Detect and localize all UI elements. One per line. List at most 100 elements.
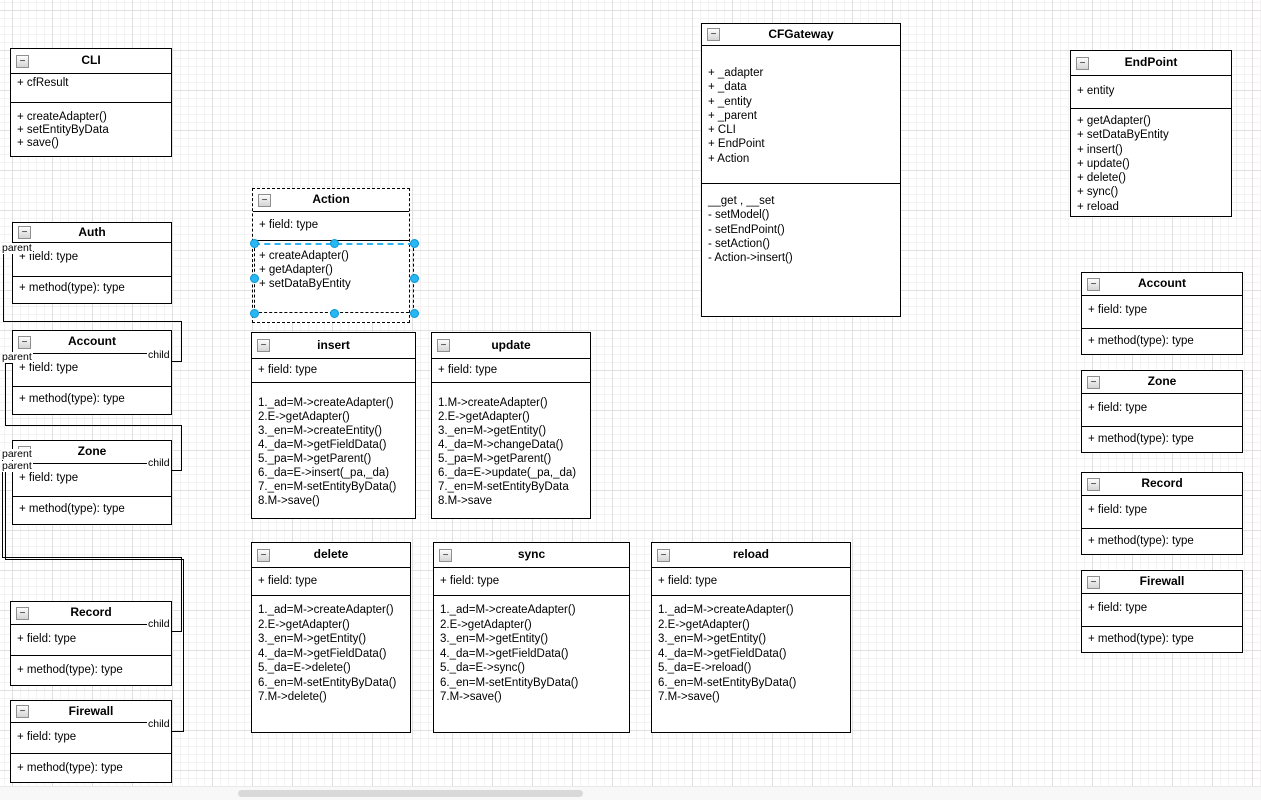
attributes-section[interactable]: + field: type xyxy=(432,359,590,383)
methods-section[interactable]: 1._ad=M->createAdapter()2.E->getAdapter(… xyxy=(652,596,850,705)
class-title-bar[interactable]: −Firewall xyxy=(11,701,171,723)
collapse-icon[interactable]: − xyxy=(437,339,450,352)
selection-handle[interactable] xyxy=(249,238,259,248)
methods-section[interactable]: + createAdapter()+ setEntityByData+ save… xyxy=(11,103,171,150)
class-zone-left[interactable]: −Zone+ field: type+ method(type): type xyxy=(12,440,172,525)
class-action[interactable]: −Action+ field: type+ createAdapter()+ g… xyxy=(252,188,410,323)
class-title-bar[interactable]: −Record xyxy=(1082,473,1242,496)
methods-section[interactable]: + createAdapter()+ getAdapter()+ setData… xyxy=(253,241,409,291)
methods-section[interactable]: + method(type): type xyxy=(11,754,171,775)
class-firewall-left[interactable]: −Firewall+ field: type+ method(type): ty… xyxy=(10,700,172,783)
edge-label-child[interactable]: child xyxy=(147,718,171,730)
methods-section[interactable]: + method(type): type xyxy=(1082,627,1242,646)
collapse-icon[interactable]: − xyxy=(18,226,31,239)
class-record-left[interactable]: −Record+ field: type+ method(type): type xyxy=(10,601,172,686)
attributes-section[interactable]: + field: type xyxy=(252,568,410,596)
selection-handle[interactable] xyxy=(409,238,419,248)
attributes-section[interactable]: + field: type xyxy=(13,243,171,277)
attributes-section[interactable]: + field: type xyxy=(1082,296,1242,329)
selection-handle[interactable] xyxy=(409,273,419,283)
selection-handle[interactable] xyxy=(409,308,419,318)
methods-section[interactable]: 1._ad=M->createAdapter()2.E->getAdapter(… xyxy=(434,596,629,705)
selection-handle[interactable] xyxy=(249,308,259,318)
collapse-icon[interactable]: − xyxy=(1087,576,1100,589)
class-firewall-right[interactable]: −Firewall+ field: type+ method(type): ty… xyxy=(1081,570,1243,653)
class-title-bar[interactable]: −update xyxy=(432,333,590,359)
attributes-section[interactable]: + field: type xyxy=(1082,496,1242,529)
collapse-icon[interactable]: − xyxy=(1076,57,1089,70)
attributes-section[interactable]: + cfResult xyxy=(11,74,171,103)
attributes-section[interactable]: + field: type xyxy=(11,625,171,656)
methods-section[interactable]: + method(type): type xyxy=(1082,529,1242,548)
methods-section[interactable]: + method(type): type xyxy=(13,277,171,295)
collapse-icon[interactable]: − xyxy=(707,28,720,41)
attributes-section[interactable]: + field: type xyxy=(253,212,409,241)
collapse-icon[interactable]: − xyxy=(439,549,452,562)
attributes-section[interactable]: + field: type xyxy=(11,723,171,754)
attributes-section[interactable]: + entity xyxy=(1071,76,1231,109)
collapse-icon[interactable]: − xyxy=(657,549,670,562)
edge-label-child[interactable]: child xyxy=(147,618,171,630)
horizontal-scrollbar-thumb[interactable] xyxy=(238,790,583,797)
collapse-icon[interactable]: − xyxy=(16,55,29,68)
selection-handle[interactable] xyxy=(329,308,339,318)
methods-section[interactable]: + method(type): type xyxy=(1082,427,1242,446)
class-title-bar[interactable]: −CFGateway xyxy=(702,24,900,46)
collapse-icon[interactable]: − xyxy=(257,339,270,352)
collapse-icon[interactable]: − xyxy=(1087,376,1100,389)
class-title-bar[interactable]: −Record xyxy=(11,602,171,625)
class-title-bar[interactable]: −Zone xyxy=(1082,371,1242,394)
class-title-bar[interactable]: −Auth xyxy=(13,223,171,243)
class-account-left[interactable]: −Account+ field: type+ method(type): typ… xyxy=(12,330,172,415)
attributes-section[interactable]: + field: type xyxy=(1082,594,1242,627)
collapse-icon[interactable]: − xyxy=(18,336,31,349)
methods-section[interactable]: + method(type): type xyxy=(11,656,171,677)
class-title-bar[interactable]: −delete xyxy=(252,543,410,568)
edge-label-parent[interactable]: parent xyxy=(1,448,33,460)
collapse-icon[interactable]: − xyxy=(258,194,271,207)
collapse-icon[interactable]: − xyxy=(1087,478,1100,491)
attributes-section[interactable]: + field: type xyxy=(252,359,415,383)
class-title-bar[interactable]: −Firewall xyxy=(1082,571,1242,594)
attributes-section[interactable]: + field: type xyxy=(13,354,171,387)
attributes-section[interactable]: + _adapter+ _data+ _entity+ _parent+ CLI… xyxy=(702,46,900,184)
collapse-icon[interactable]: − xyxy=(1087,278,1100,291)
class-account-right[interactable]: −Account+ field: type+ method(type): typ… xyxy=(1081,272,1243,355)
edge-label-parent[interactable]: parent xyxy=(1,460,33,472)
edge-label-child[interactable]: child xyxy=(147,457,171,469)
attributes-section[interactable]: + field: type xyxy=(1082,394,1242,427)
class-cli[interactable]: −CLI+ cfResult+ createAdapter()+ setEnti… xyxy=(10,48,172,157)
class-title-bar[interactable]: −reload xyxy=(652,543,850,568)
methods-section[interactable]: + method(type): type xyxy=(13,387,171,406)
class-title-bar[interactable]: −CLI xyxy=(11,49,171,74)
edge-label-parent[interactable]: parent xyxy=(1,351,33,363)
methods-section[interactable]: 1.M->createAdapter()2.E->getAdapter()3._… xyxy=(432,383,590,508)
methods-section[interactable]: + method(type): type xyxy=(13,497,171,516)
class-title-bar[interactable]: −Action xyxy=(253,189,409,212)
edge-label-parent[interactable]: parent xyxy=(1,242,33,254)
methods-section[interactable]: 1._ad=M->createAdapter()2.E->getAdapter(… xyxy=(252,596,410,705)
class-endpoint[interactable]: −EndPoint+ entity+ getAdapter()+ setData… xyxy=(1070,50,1232,217)
class-title-bar[interactable]: −Account xyxy=(1082,273,1242,296)
collapse-icon[interactable]: − xyxy=(257,549,270,562)
methods-section[interactable]: + getAdapter()+ setDataByEntity+ insert(… xyxy=(1071,109,1231,214)
methods-section[interactable]: 1._ad=M->createAdapter()2.E->getAdapter(… xyxy=(252,383,415,508)
collapse-icon[interactable]: − xyxy=(16,607,29,620)
class-title-bar[interactable]: −insert xyxy=(252,333,415,359)
class-auth[interactable]: −Auth+ field: type+ method(type): type xyxy=(12,222,172,304)
edge-label-child[interactable]: child xyxy=(147,349,171,361)
attributes-section[interactable]: + field: type xyxy=(13,464,171,497)
selection-handle[interactable] xyxy=(249,273,259,283)
connector-edge[interactable] xyxy=(5,363,182,471)
class-record-right[interactable]: −Record+ field: type+ method(type): type xyxy=(1081,472,1243,555)
horizontal-scrollbar-track[interactable] xyxy=(0,786,1261,800)
methods-section[interactable]: __get , __set- setModel()- setEndPoint()… xyxy=(702,184,900,265)
class-cfgateway[interactable]: −CFGateway+ _adapter+ _data+ _entity+ _p… xyxy=(701,23,901,317)
class-title-bar[interactable]: −EndPoint xyxy=(1071,51,1231,76)
methods-section[interactable]: + method(type): type xyxy=(1082,329,1242,348)
